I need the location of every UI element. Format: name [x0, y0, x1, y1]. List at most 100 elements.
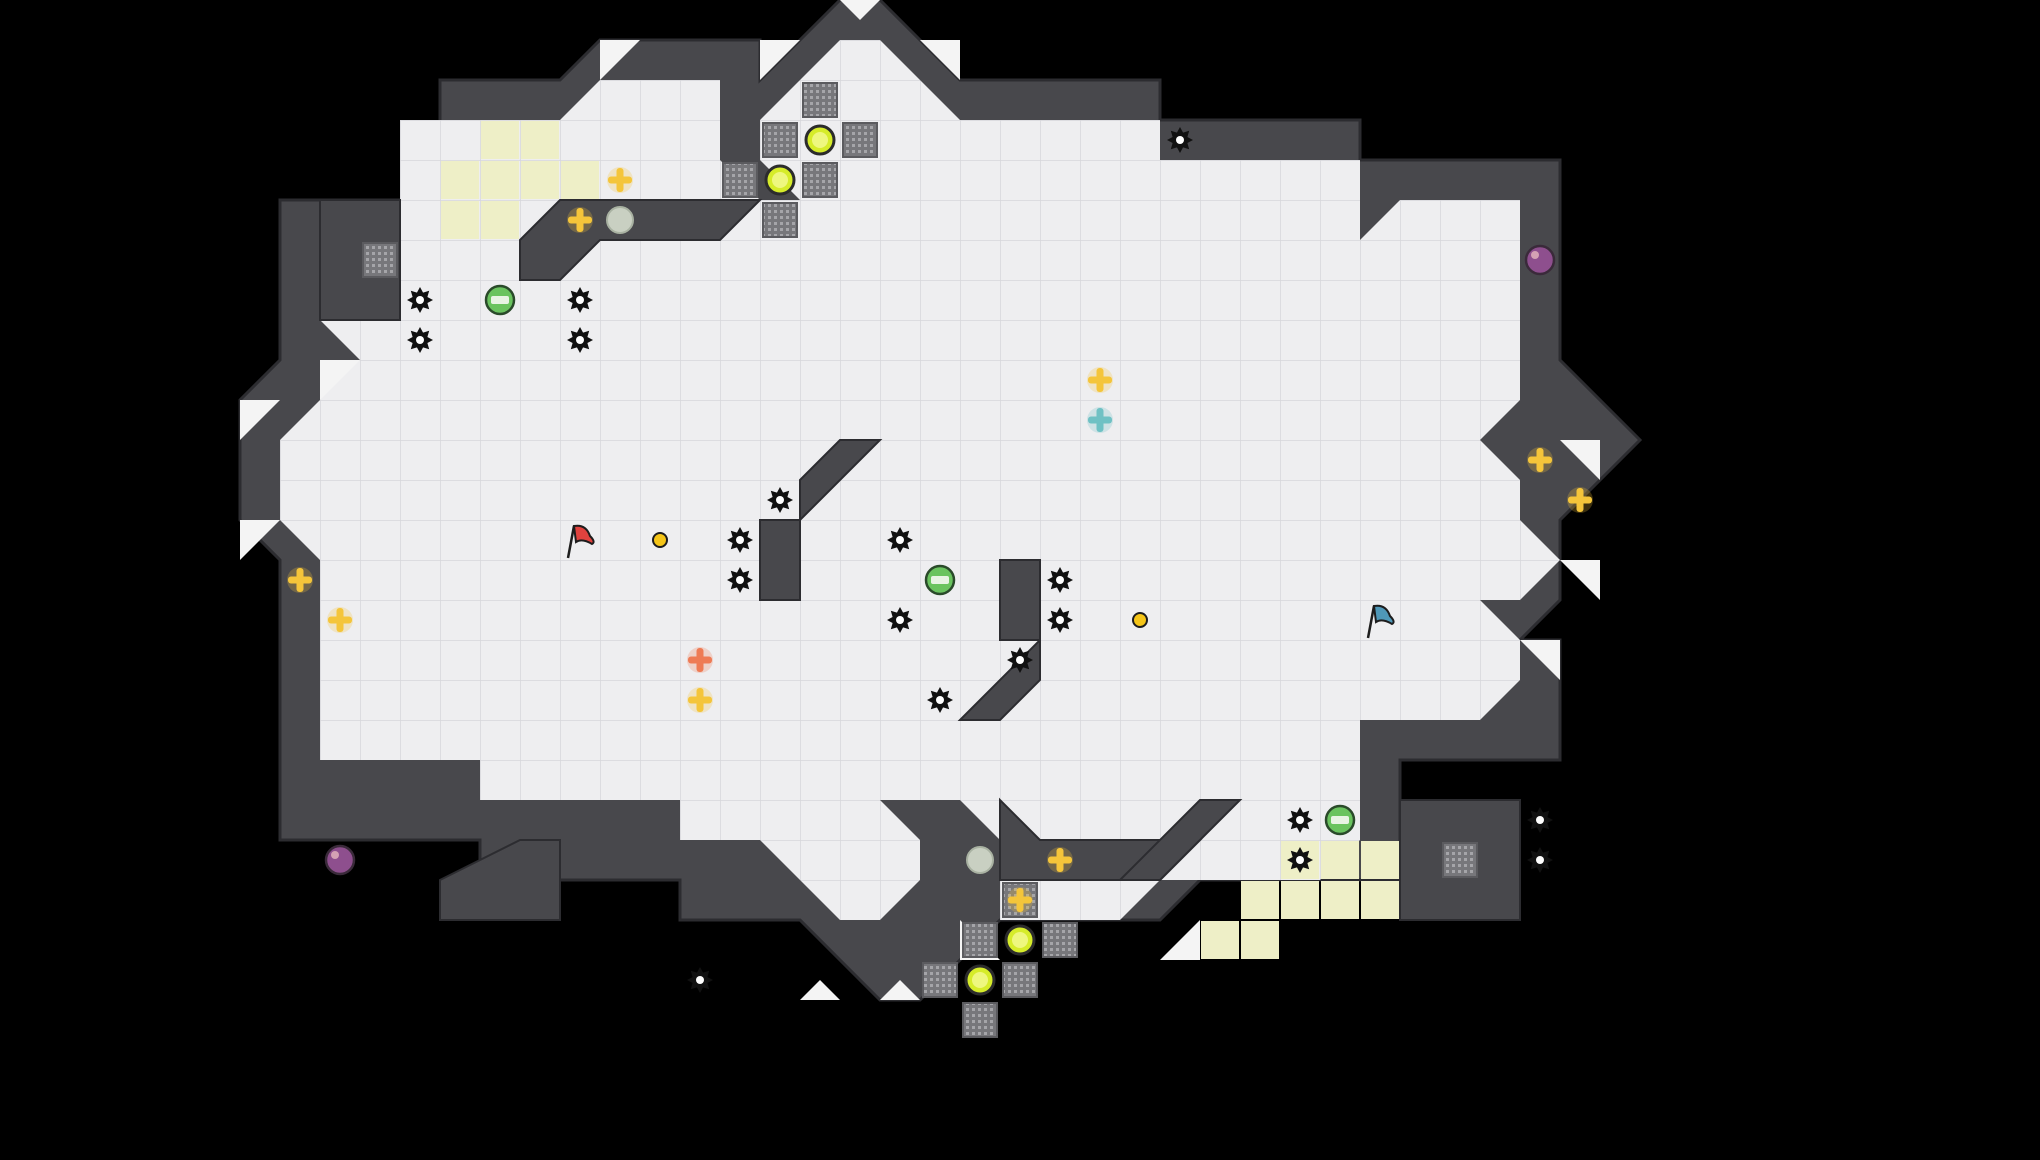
powerup-band	[491, 296, 509, 304]
spike-icon	[1007, 647, 1033, 673]
start-zone-tile	[1361, 841, 1399, 879]
spike-center	[1056, 616, 1064, 624]
start-zone-tile	[1241, 921, 1279, 959]
ball-icon	[652, 532, 668, 548]
spike-icon	[1287, 847, 1313, 873]
spike-center	[776, 496, 784, 504]
wall-notch-1	[840, 0, 880, 20]
wall-notch-0	[600, 40, 640, 80]
floor	[280, 40, 1560, 920]
start-zone-tile	[1321, 841, 1359, 879]
spike-icon	[727, 527, 753, 553]
inactive-boost-icon	[966, 846, 994, 874]
spike-icon	[407, 327, 433, 353]
spike-center	[1296, 856, 1304, 864]
powerup-icon	[1324, 804, 1356, 836]
powerup-band	[1331, 816, 1349, 824]
portal-icon	[764, 164, 796, 196]
start-zone-tile	[561, 161, 599, 199]
start-zone-tile	[441, 161, 479, 199]
grate-tile	[762, 202, 798, 238]
portal-core	[972, 972, 988, 988]
wall-notch-7	[1520, 640, 1560, 680]
spike-icon	[1527, 847, 1553, 873]
spike-icon	[1527, 807, 1553, 833]
portal-core	[1012, 932, 1028, 948]
spike-center	[416, 296, 424, 304]
start-zone-tile	[1201, 921, 1239, 959]
portal-core	[772, 172, 788, 188]
spike-center	[1176, 136, 1184, 144]
wall-notch-11	[1160, 920, 1200, 960]
teal-boost-icon	[1087, 407, 1113, 433]
start-zone-tile	[1281, 881, 1319, 919]
wall-bottom-left-step	[439, 839, 561, 921]
spike-icon	[687, 967, 713, 993]
spike-center	[736, 576, 744, 584]
spike-center	[1056, 576, 1064, 584]
start-zone-tile	[521, 161, 559, 199]
spike-center	[696, 976, 704, 984]
portal-core	[812, 132, 828, 148]
yellow-boost-icon	[567, 207, 593, 233]
boost-bar-v	[1016, 888, 1024, 912]
grate-tile	[962, 1002, 998, 1038]
grate-tile	[922, 962, 958, 998]
flag-pole	[566, 525, 576, 559]
flag-cloth	[572, 524, 595, 546]
bomb-body	[1524, 244, 1556, 276]
spike-center	[1296, 816, 1304, 824]
bomb-body	[324, 844, 356, 876]
powerup-band	[931, 576, 949, 584]
wall-center-ramp	[799, 439, 883, 523]
grate-tile	[722, 162, 758, 198]
spike-icon	[567, 287, 593, 313]
grate-tile	[762, 122, 798, 158]
wall-notch-8	[880, 980, 920, 1000]
red-boost-icon	[687, 647, 713, 673]
wall-notch-3	[240, 520, 280, 560]
spike-center	[416, 336, 424, 344]
bomb-shine	[1531, 251, 1539, 259]
yellow-boost-icon	[607, 167, 633, 193]
start-zone-tile	[1241, 881, 1279, 919]
boost-bar-v	[696, 688, 704, 712]
grate-tile	[802, 162, 838, 198]
spike-icon	[1287, 807, 1313, 833]
spike-icon	[727, 567, 753, 593]
ball-icon	[1132, 612, 1148, 628]
boost-bar-v	[296, 568, 304, 592]
grate-tile	[842, 122, 878, 158]
yellow-boost-icon	[287, 567, 313, 593]
wall-notch-6	[1560, 560, 1600, 600]
spike-icon	[767, 487, 793, 513]
boost-bar-v	[1096, 408, 1104, 432]
spike-icon	[1167, 127, 1193, 153]
start-zone-tile	[481, 201, 519, 239]
spike-center	[896, 536, 904, 544]
spike-center	[896, 616, 904, 624]
boost-bar-v	[616, 168, 624, 192]
bomb-shine	[331, 851, 339, 859]
spike-icon	[1047, 567, 1073, 593]
start-zone-tile	[481, 161, 519, 199]
spike-center	[1536, 856, 1544, 864]
wall-bottom-ramp-2	[1117, 799, 1243, 881]
flag-cloth	[1372, 604, 1395, 626]
red-flag-icon	[566, 524, 595, 559]
blue-flag-icon	[1366, 604, 1395, 639]
start-zone-tile	[481, 121, 519, 159]
yellow-boost-icon	[687, 687, 713, 713]
spike-center	[1016, 656, 1024, 664]
boost-bar-v	[1536, 448, 1544, 472]
wall-notch-5	[1560, 440, 1600, 480]
boost-bar-v	[1576, 488, 1584, 512]
grate-tile	[802, 82, 838, 118]
bomb-icon	[324, 844, 356, 876]
grate-tile	[362, 242, 398, 278]
wall-notch-13	[920, 40, 960, 80]
wall-center-left-pillar	[759, 519, 801, 601]
yellow-boost-icon	[1047, 847, 1073, 873]
spike-center	[576, 336, 584, 344]
